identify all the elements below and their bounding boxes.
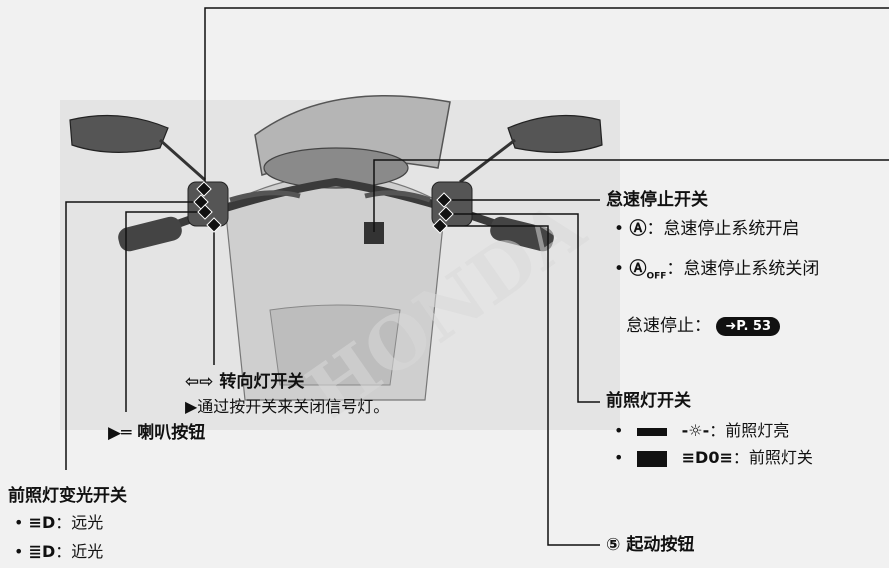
start-icon: ⑤ bbox=[606, 535, 621, 555]
leader-lines bbox=[65, 7, 889, 546]
start-button-title: 起动按钮 bbox=[626, 535, 695, 555]
leader-horn bbox=[125, 211, 205, 412]
idle-stop-off-row: • ⒶOFF：怠速停止系统关闭 bbox=[614, 258, 819, 287]
idle-stop-off-text: ：怠速停止系统关闭 bbox=[666, 259, 820, 279]
bullet: • bbox=[614, 421, 624, 440]
turn-signal-title: 转向灯开关 bbox=[219, 372, 305, 392]
headlight-off-row: • ≡D0≡：前照灯关 bbox=[614, 447, 813, 469]
right-lever bbox=[364, 190, 431, 203]
right-mirror-stem bbox=[459, 138, 516, 184]
leader-dimmer bbox=[65, 201, 200, 470]
bullet: • bbox=[14, 513, 24, 532]
headlight-on-text: ：前照灯亮 bbox=[709, 421, 790, 440]
idle-stop-on-icon: Ⓐ bbox=[629, 219, 647, 239]
bullet: • bbox=[614, 219, 625, 239]
right-mirror bbox=[507, 114, 603, 153]
center-switch bbox=[364, 222, 384, 244]
page-reference-link[interactable]: ➜P. 53 bbox=[716, 316, 780, 336]
instrument-panel bbox=[263, 147, 409, 189]
bullet: • bbox=[614, 259, 625, 279]
left-mirror-stem bbox=[159, 138, 206, 182]
horn-icon: ▶═ bbox=[108, 423, 132, 443]
headlight-on-row: • -☼-：前照灯亮 bbox=[614, 420, 789, 442]
leader-center bbox=[373, 159, 889, 232]
bullet: • bbox=[14, 542, 24, 561]
turn-signal-note: ▶通过按开关来关闭信号灯。 bbox=[185, 397, 390, 416]
idle-stop-title: 怠速停止开关 bbox=[606, 190, 708, 210]
leader-headlight bbox=[446, 213, 600, 403]
leader-start bbox=[440, 225, 600, 546]
dimmer-switch-title: 前照灯变光开关 bbox=[8, 486, 127, 506]
left-mirror bbox=[69, 114, 169, 153]
idle-stop-ref-text: 怠速停止： bbox=[626, 316, 711, 336]
idle-stop-on-text: ：怠速停止系统开启 bbox=[646, 219, 800, 239]
idle-stop-on-row: • Ⓐ：怠速停止系统开启 bbox=[614, 218, 799, 240]
switch-position-icon bbox=[636, 427, 667, 436]
high-beam-text: ：远光 bbox=[55, 513, 104, 532]
turn-signal-label: ⇦⇨ 转向灯开关 bbox=[185, 371, 304, 393]
left-lever bbox=[229, 190, 301, 203]
dimmer-high-row: • ≡D：远光 bbox=[14, 512, 103, 534]
horn-title: 喇叭按钮 bbox=[137, 423, 206, 443]
headlight-off-text: ：前照灯关 bbox=[732, 448, 813, 467]
left-grip bbox=[118, 216, 182, 252]
high-beam-icon: ≡D bbox=[28, 513, 56, 532]
horn-label: ▶═ 喇叭按钮 bbox=[108, 422, 205, 444]
switch-position-icon bbox=[636, 450, 667, 467]
headlight-on-icon: -☼- bbox=[681, 421, 710, 440]
lower-cowl bbox=[269, 304, 401, 386]
right-switch-housing bbox=[431, 181, 473, 227]
bullet: • bbox=[614, 448, 624, 467]
headlight-off-icon: ≡D0≡ bbox=[681, 448, 733, 467]
start-button-label: ⑤ 起动按钮 bbox=[606, 534, 694, 556]
leader-top bbox=[204, 7, 889, 190]
idle-stop-off-icon: ⒶOFF bbox=[629, 259, 667, 282]
dimmer-low-row: • ≣D：近光 bbox=[14, 541, 103, 563]
low-beam-icon: ≣D bbox=[28, 542, 56, 561]
callout-markers bbox=[193, 181, 454, 234]
idle-stop-reference: 怠速停止： ➜P. 53 bbox=[626, 315, 780, 337]
low-beam-text: ：近光 bbox=[55, 542, 104, 561]
turn-signal-icon: ⇦⇨ bbox=[185, 372, 214, 392]
headlight-switch-title: 前照灯开关 bbox=[606, 391, 691, 411]
